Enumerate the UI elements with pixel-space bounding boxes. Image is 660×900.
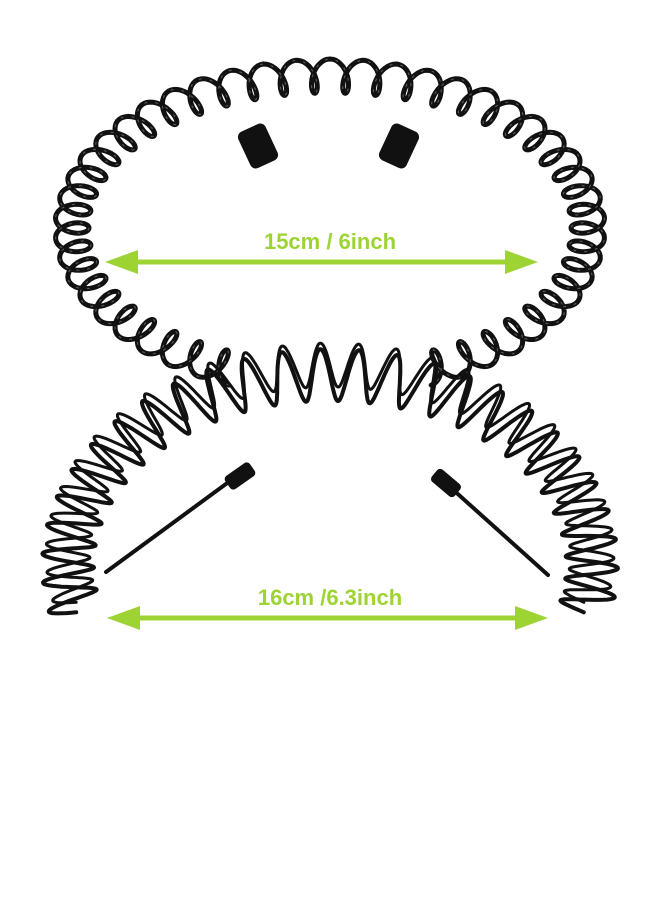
wave-end-cap-right xyxy=(431,468,461,498)
measure-arrow-top: 15cm / 6inch xyxy=(105,229,538,274)
wave-wire-inner xyxy=(44,341,616,605)
wave-end-cap-left xyxy=(224,462,256,490)
coil-end-cap-left xyxy=(237,123,279,169)
measure-label-bottom: 16cm /6.3inch xyxy=(258,585,402,610)
wave-stem-left xyxy=(104,468,247,574)
coil-end-cap-right xyxy=(378,123,420,169)
measure-arrow-bottom: 16cm /6.3inch xyxy=(107,585,548,630)
wave-zigzag-headband xyxy=(40,341,620,616)
wave-stem-right xyxy=(438,476,550,577)
arrow-head-left-icon xyxy=(107,606,140,630)
arrow-head-left-icon xyxy=(105,250,138,274)
arrow-head-right-icon xyxy=(515,606,548,630)
measure-label-top: 15cm / 6inch xyxy=(264,229,396,254)
coil-wire-highlight xyxy=(54,58,606,386)
arrow-head-right-icon xyxy=(505,250,538,274)
spring-coil-headband xyxy=(53,56,607,388)
wave-wire xyxy=(40,347,620,616)
